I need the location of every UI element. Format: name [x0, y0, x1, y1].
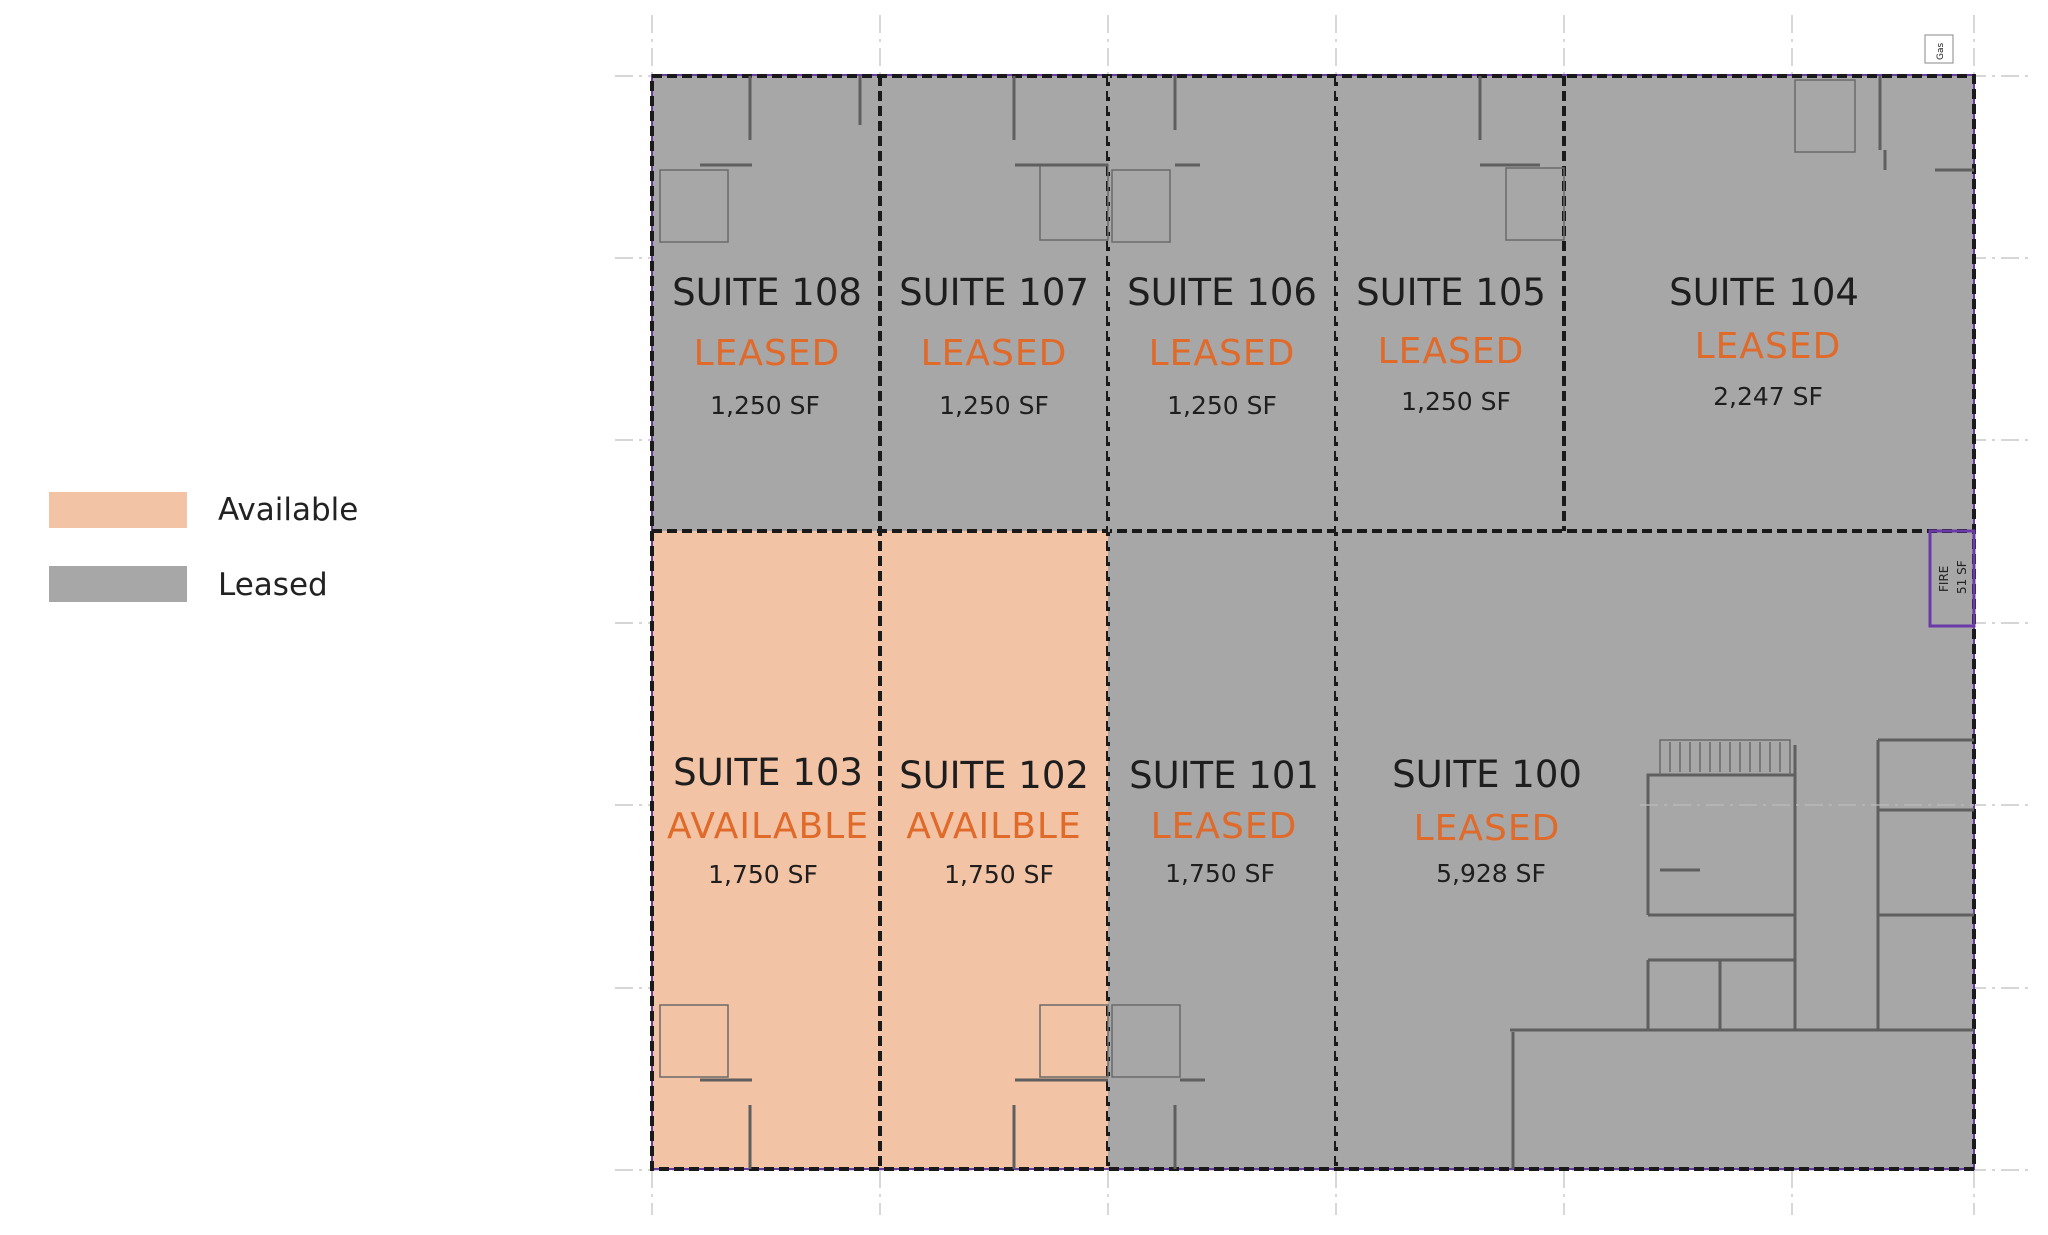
suite-105-name: SUITE 105: [1356, 271, 1546, 314]
legend-swatch-available: [49, 492, 187, 528]
suite-102-area: [880, 531, 1108, 1169]
legend-label-leased: Leased: [218, 567, 328, 603]
suite-101-status: LEASED: [1151, 806, 1298, 847]
suite-103-area: [652, 531, 880, 1169]
suite-100-name: SUITE 100: [1392, 753, 1582, 796]
suite-108-name: SUITE 108: [672, 271, 862, 314]
suite-101-name: SUITE 101: [1129, 754, 1319, 797]
gas-meter-label: Gas: [1936, 43, 1946, 60]
suite-106-area: [1108, 76, 1336, 531]
suite-labels: SUITE 108 LEASED 1,250 SF SUITE 107 LEAS…: [667, 271, 1859, 889]
suite-100-area-label: 5,928 SF: [1436, 859, 1546, 888]
suite-107-area: [880, 76, 1108, 531]
suite-101-area-label: 1,750 SF: [1165, 859, 1275, 888]
suite-107-status: LEASED: [921, 333, 1068, 374]
suite-102-area-label: 1,750 SF: [944, 860, 1054, 889]
legend-label-available: Available: [218, 492, 359, 528]
suite-106-name: SUITE 106: [1127, 271, 1317, 314]
suite-103-name: SUITE 103: [673, 751, 863, 794]
suite-100-status: LEASED: [1414, 808, 1561, 849]
suite-100-area: [1336, 531, 1974, 1169]
suite-105-area: [1336, 76, 1564, 531]
suite-107-name: SUITE 107: [899, 271, 1089, 314]
restrooms: [659, 76, 1974, 1169]
suite-107-area-label: 1,250 SF: [939, 391, 1049, 420]
suite-105-status: LEASED: [1378, 331, 1525, 372]
suite-101-area: [1108, 531, 1336, 1169]
suite-108-status: LEASED: [694, 333, 841, 374]
suite-106-status: LEASED: [1149, 333, 1296, 374]
suite-104-status: LEASED: [1695, 326, 1842, 367]
suite-104-area: [1564, 76, 1974, 531]
fire-riser-room: [1928, 529, 1976, 628]
fire-room-label: FIRE: [1937, 566, 1951, 592]
legend-swatch-leased: [49, 566, 187, 602]
suite-104-area-label: 2,247 SF: [1713, 382, 1823, 411]
suite-106-area-label: 1,250 SF: [1167, 391, 1277, 420]
suite-103-status: AVAILABLE: [667, 806, 869, 847]
fire-room-area: 51 SF: [1955, 560, 1969, 594]
suite-102-status: AVAILBLE: [906, 806, 1081, 847]
suite-108-area-label: 1,250 SF: [710, 391, 820, 420]
suite-104-name: SUITE 104: [1669, 271, 1859, 314]
suite-102-name: SUITE 102: [899, 754, 1089, 797]
suite-108-area: [652, 76, 880, 531]
suite-fills: [652, 76, 1974, 1169]
suite-103-area-label: 1,750 SF: [708, 860, 818, 889]
gas-meter-box: [1924, 34, 1954, 64]
suite-105-area-label: 1,250 SF: [1401, 387, 1511, 416]
suite-100-interior: [1510, 738, 1974, 1169]
